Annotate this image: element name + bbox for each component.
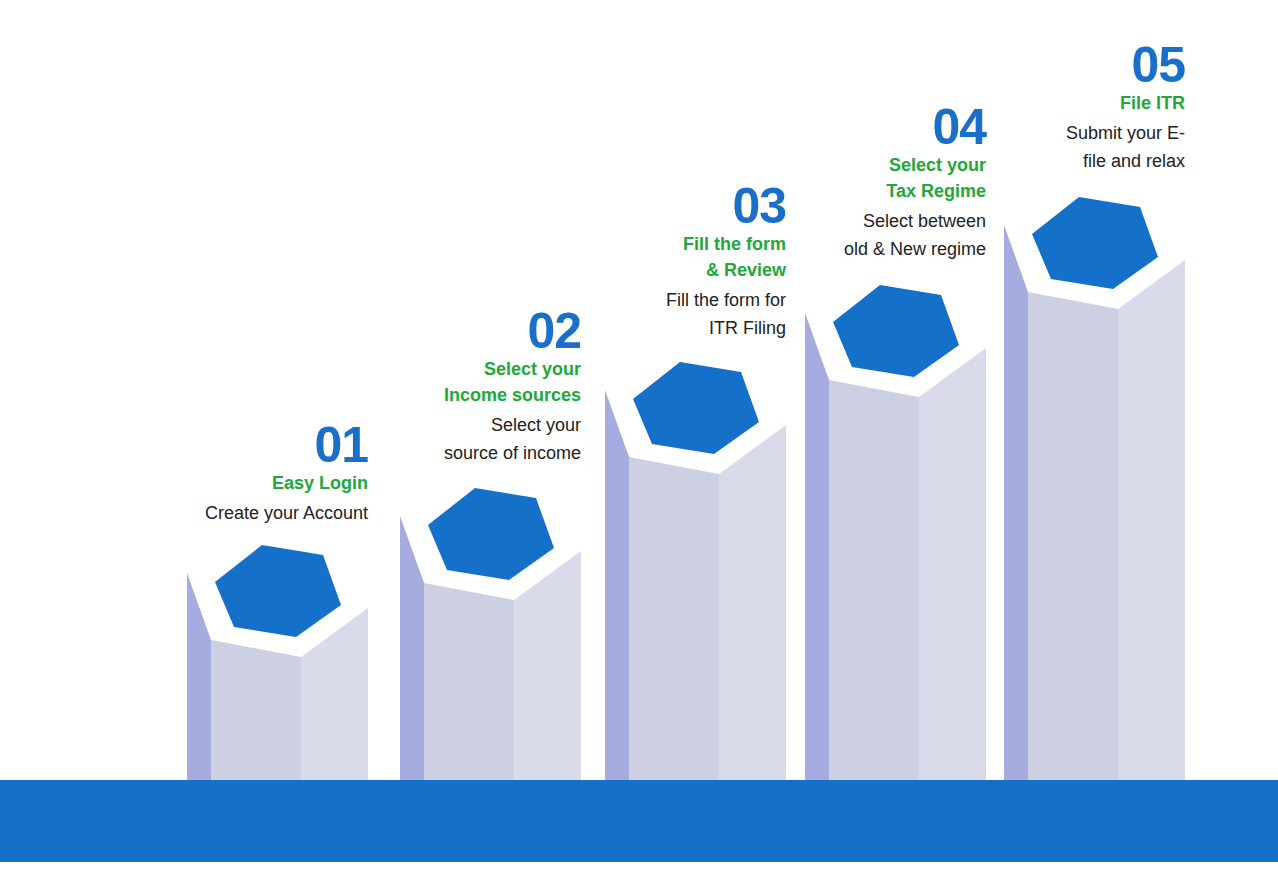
step-number: 04: [805, 102, 986, 152]
pillar-side: [187, 573, 211, 780]
pillar-hexagon: [633, 362, 759, 454]
pillar-right: [919, 348, 986, 780]
step-description: Submit your E-file and relax: [1057, 119, 1185, 175]
step-title: Select your Tax Regime: [871, 152, 986, 204]
step-pillar: 02Select your Income sourcesSelect your …: [400, 306, 581, 780]
pillar-shape: [1004, 192, 1185, 780]
step-pillar: 01Easy LoginCreate your Account: [187, 420, 368, 780]
pillar-side: [1004, 225, 1028, 780]
step-description: Select between old & New regime: [836, 207, 986, 263]
step-number: 01: [187, 420, 368, 470]
step-title: Select your Income sources: [436, 356, 581, 408]
step-title: File ITR: [1057, 90, 1185, 116]
step-title: Fill the form & Review: [676, 231, 786, 283]
pillar-side: [805, 313, 829, 780]
pillar-shape: [187, 540, 368, 780]
pillar-side: [605, 390, 629, 780]
footer-band: [0, 780, 1278, 862]
step-text-group: 02Select your Income sourcesSelect your …: [400, 306, 581, 467]
step-text-group: 04Select your Tax RegimeSelect between o…: [805, 102, 986, 263]
pillar-right: [301, 608, 368, 780]
step-pillar: 04Select your Tax RegimeSelect between o…: [805, 102, 986, 780]
step-text-group: 03Fill the form & ReviewFill the form fo…: [605, 181, 786, 342]
pillar-shape: [805, 280, 986, 780]
step-text-group: 05File ITR Submit your E-file and relax: [1004, 40, 1185, 175]
pillar-hexagon: [428, 488, 554, 580]
step-text-group: 01Easy LoginCreate your Account: [187, 420, 368, 527]
step-number: 03: [605, 181, 786, 231]
pillar-right: [719, 425, 786, 780]
pillar-hexagon: [1032, 197, 1158, 289]
pillar-right: [1118, 260, 1185, 780]
step-pillar: 03Fill the form & ReviewFill the form fo…: [605, 181, 786, 780]
step-title: Easy Login: [187, 470, 368, 496]
step-description: Create your Account: [187, 499, 368, 527]
pillar-front: [424, 583, 514, 780]
step-description: Fill the form for ITR Filing: [656, 286, 786, 342]
pillar-shape: [605, 357, 786, 780]
pillar-front: [1028, 292, 1118, 780]
step-number: 02: [400, 306, 581, 356]
pillar-side: [400, 516, 424, 780]
step-description: Select your source of income: [438, 411, 581, 467]
pillar-hexagon: [833, 285, 959, 377]
pillar-shape: [400, 483, 581, 780]
step-pillar: 05File ITR Submit your E-file and relax: [1004, 40, 1185, 780]
pillar-hexagon: [215, 545, 341, 637]
pillar-front: [629, 457, 719, 780]
step-number: 05: [1004, 40, 1185, 90]
pillar-front: [829, 380, 919, 780]
pillar-front: [211, 640, 301, 780]
pillar-right: [514, 551, 581, 780]
